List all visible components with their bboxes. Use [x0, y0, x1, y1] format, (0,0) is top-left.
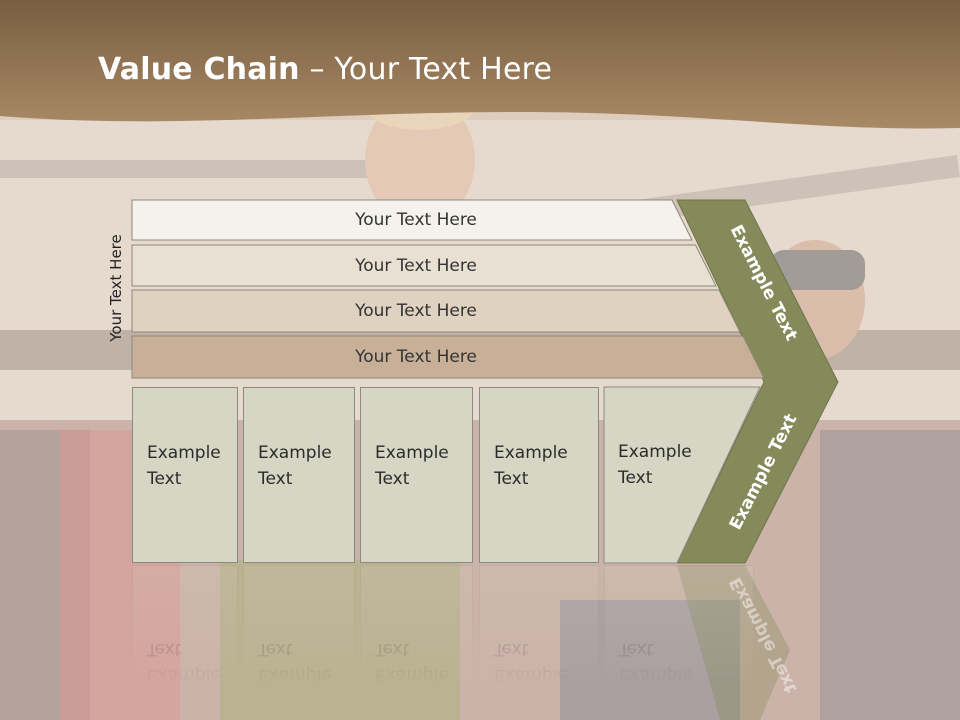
activity-cell-label-2: Example Text — [258, 443, 332, 489]
value-bar-label-3: Your Text Here — [355, 301, 477, 321]
value-bar-3 — [131, 289, 741, 333]
page-title: Value Chain – Your Text Here — [98, 52, 552, 87]
activity-cell-1: Example Text — [132, 387, 238, 563]
activity-cell-reflection-label-3: Example Text — [375, 639, 449, 685]
value-bar-label-2: Your Text Here — [355, 255, 477, 276]
activity-cell-label-5: Example Text — [618, 442, 692, 488]
activity-cell-label-3: Example Text — [375, 443, 449, 489]
activity-cell-reflection-4: Example Text — [479, 565, 599, 720]
header-band — [0, 0, 960, 129]
value-bar-2 — [131, 244, 717, 287]
activity-cell-reflection-1: Example Text — [132, 565, 238, 720]
title-rest: – Your Text Here — [299, 52, 553, 87]
value-bar-4 — [131, 335, 765, 379]
activity-cell-5 — [603, 386, 761, 564]
value-bar-label-1: Your Text Here — [355, 210, 477, 230]
value-bar-label-4: Your Text Here — [355, 347, 477, 367]
activity-cell-3: Example Text — [360, 387, 473, 563]
activity-cell-2: Example Text — [243, 387, 355, 563]
activity-cell-reflection-2: Example Text — [243, 565, 355, 720]
activity-cell-reflection-label-4: Example Text — [494, 639, 568, 685]
chevron-arrow — [676, 199, 839, 564]
activity-cell-reflection-3: Example Text — [360, 565, 473, 720]
activity-cell-reflection-label-5: Example Text — [619, 639, 693, 685]
activity-cell-label-1: Example Text — [147, 443, 221, 489]
chevron-reflection — [677, 565, 790, 720]
activity-cell-4: Example Text — [479, 387, 599, 563]
activity-cell-reflection-label-2: Example Text — [258, 639, 332, 685]
activity-cell-label-4: Example Text — [494, 443, 568, 489]
title-bold: Value Chain — [98, 52, 300, 87]
value-bar-1 — [131, 199, 693, 241]
activity-cell-reflection-label-1: Example Text — [147, 639, 221, 685]
